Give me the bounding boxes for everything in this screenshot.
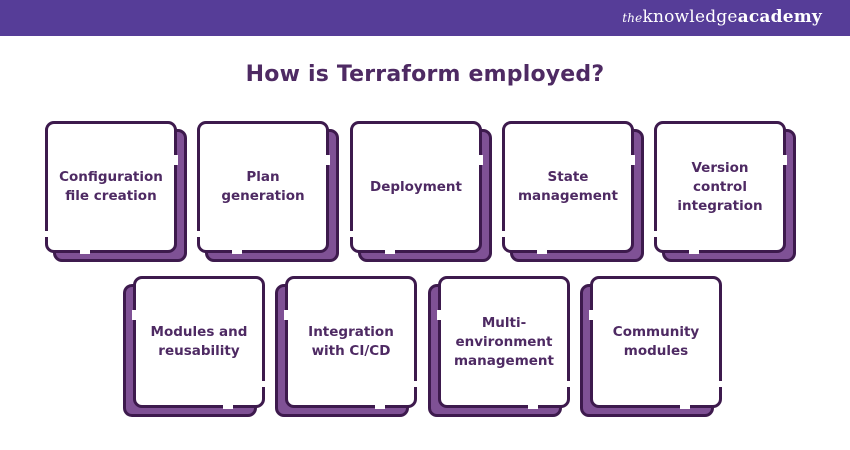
- card-face: Plan generation: [197, 121, 329, 253]
- card-plan-generation: Plan generation: [196, 121, 339, 262]
- card-multi-environment-management: Multi- environment management: [426, 276, 571, 417]
- card-label: Modules and reusability: [150, 324, 248, 359]
- page-title: How is Terraform employed?: [245, 62, 605, 87]
- border-gap: [689, 250, 699, 254]
- card-face: Integration with CI/CD: [285, 276, 417, 408]
- border-gap: [783, 155, 787, 165]
- card-community-modules: Community modules: [578, 276, 723, 417]
- border-gap: [501, 231, 505, 237]
- card-deployment: Deployment: [349, 121, 492, 262]
- card-label: Integration with CI/CD: [308, 324, 394, 359]
- card-face: Deployment: [350, 121, 482, 253]
- border-gap: [284, 310, 288, 320]
- border-gap: [653, 231, 657, 237]
- border-gap: [132, 310, 136, 320]
- card-version-control-integration: Version control integration: [653, 121, 796, 262]
- border-gap: [719, 381, 723, 387]
- border-gap: [437, 310, 441, 320]
- card-face: Version control integration: [654, 121, 786, 253]
- brand-logo: theknowledgeacademy: [622, 7, 822, 27]
- border-gap: [196, 231, 200, 237]
- border-gap: [567, 381, 571, 387]
- brand-prefix: the: [622, 11, 643, 25]
- card-face: State management: [502, 121, 634, 253]
- card-face: Modules and reusability: [133, 276, 265, 408]
- border-gap: [528, 405, 538, 409]
- brand-main: knowledge: [642, 7, 738, 27]
- card-configuration-file-creation: Configuration file creation: [44, 121, 187, 262]
- border-gap: [414, 381, 418, 387]
- border-gap: [479, 155, 483, 165]
- border-gap: [174, 155, 178, 165]
- border-gap: [326, 155, 330, 165]
- border-gap: [80, 250, 90, 254]
- card-label: Configuration file creation: [59, 169, 163, 204]
- card-label: Version control integration: [677, 159, 763, 214]
- border-gap: [631, 155, 635, 165]
- card-integration-with-ci-cd: Integration with CI/CD: [273, 276, 418, 417]
- card-label: Community modules: [612, 324, 700, 359]
- card-label: Deployment: [369, 178, 462, 195]
- brand-suffix: academy: [737, 7, 822, 27]
- card-face: Community modules: [590, 276, 722, 408]
- card-face: Configuration file creation: [45, 121, 177, 253]
- card-label: State management: [517, 169, 618, 204]
- border-gap: [385, 250, 395, 254]
- border-gap: [589, 310, 593, 320]
- border-gap: [223, 405, 233, 409]
- border-gap: [537, 250, 547, 254]
- header-banner: theknowledgeacademy: [0, 0, 850, 36]
- border-gap: [44, 231, 48, 237]
- card-face: Multi- environment management: [438, 276, 570, 408]
- card-modules-and-reusability: Modules and reusability: [121, 276, 266, 417]
- border-gap: [680, 405, 690, 409]
- border-gap: [232, 250, 242, 254]
- card-label: Multi- environment management: [453, 314, 554, 369]
- border-gap: [349, 231, 353, 237]
- card-state-management: State management: [501, 121, 644, 262]
- card-label: Plan generation: [221, 169, 305, 204]
- border-gap: [375, 405, 385, 409]
- border-gap: [262, 381, 266, 387]
